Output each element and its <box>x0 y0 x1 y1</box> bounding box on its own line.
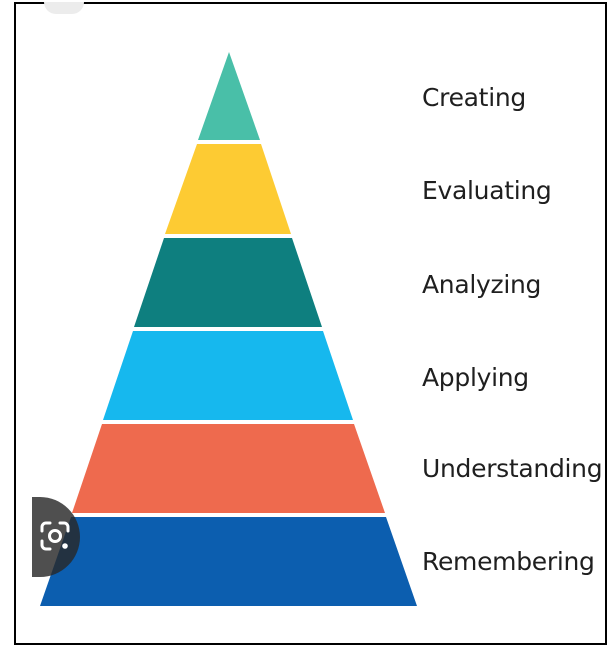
label-remembering: Remembering <box>422 547 595 576</box>
google-lens-icon <box>40 521 70 551</box>
pyramid-level-applying <box>103 331 353 420</box>
label-applying: Applying <box>422 363 529 392</box>
pyramid-level-remembering <box>40 517 417 606</box>
label-creating: Creating <box>422 83 526 112</box>
pyramid-level-evaluating <box>165 144 291 234</box>
label-understanding: Understanding <box>422 454 603 483</box>
label-analyzing: Analyzing <box>422 270 542 299</box>
pyramid-level-understanding <box>72 424 385 513</box>
corner-decoration <box>44 2 84 14</box>
pyramid-level-creating <box>198 52 260 140</box>
label-evaluating: Evaluating <box>422 176 552 205</box>
pyramid-level-analyzing <box>134 238 322 327</box>
